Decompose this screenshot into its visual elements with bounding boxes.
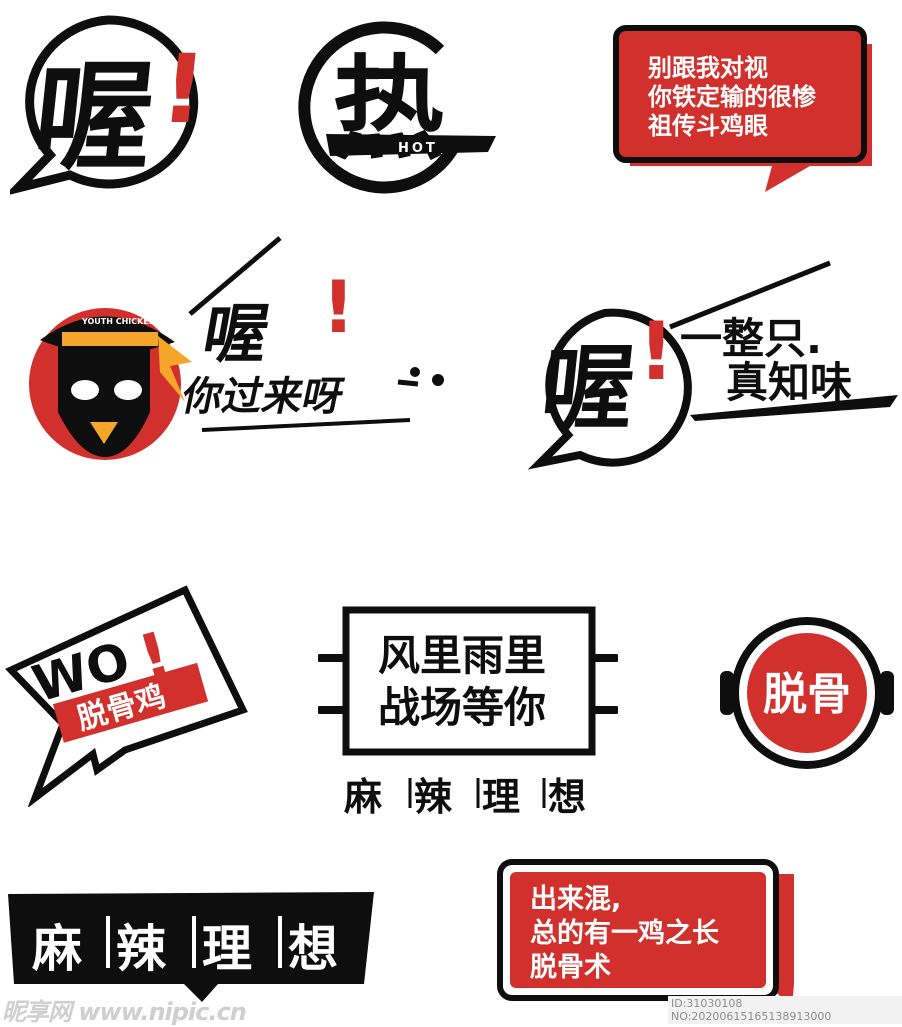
wc-exclaim: ! <box>638 305 674 398</box>
sticker-hot: 热 HOT <box>298 21 496 194</box>
sticker-boneless-badge: 脱骨 <box>720 617 894 769</box>
sticker-chicken-mascot: YOUTH CHICKEN 喔 ! 你过来呀 <box>29 236 444 460</box>
sticker-whole-chicken: 喔 ! 一整只. 真知味 <box>527 260 898 470</box>
banner-char-4: 想 <box>288 920 338 978</box>
mascot-sub: 你过来呀 <box>177 372 348 419</box>
hustle-line-2: 总的有一鸡之长 <box>530 917 720 949</box>
hot-label: HOT <box>398 141 438 156</box>
wind-line-2: 战场等你 <box>378 683 546 732</box>
wind-line-1: 风里雨里 <box>378 631 546 680</box>
mascot-exclaim: ! <box>322 265 355 349</box>
wc-line-1: 一整只. <box>680 314 822 363</box>
stare-line-3: 祖传斗鸡眼 <box>648 112 768 140</box>
badge-text: 脱骨 <box>763 669 851 720</box>
cap-text: YOUTH CHICKEN <box>81 317 156 326</box>
wo-glyph: 喔 <box>28 48 160 186</box>
watermark-left: 昵享网 www.nipic.cn <box>2 998 247 1026</box>
sticker-hustle-box: 出来混, 总的有一鸡之长 脱骨术 <box>497 859 794 1006</box>
wind-foot-3: 理 <box>482 775 520 818</box>
banner-char-3: 理 <box>202 920 252 978</box>
banner-char-2: 辣 <box>116 920 167 978</box>
stare-line-2: 你铁定输的很惨 <box>647 83 817 111</box>
wind-foot-1: 麻 <box>344 775 382 818</box>
sticker-wo-bubble: 喔 ! <box>10 15 210 195</box>
banner-char-1: 麻 <box>32 920 82 978</box>
stare-line-1: 别跟我对视 <box>647 54 768 82</box>
wind-foot-2: 辣 <box>414 775 453 818</box>
wc-line-2: 真知味 <box>726 358 852 407</box>
sticker-wo-boneless: WO ! 脱骨鸡 <box>5 585 248 807</box>
mascot-wo-glyph: 喔 <box>197 297 274 371</box>
sticker-wind-rain: 风里雨里 战场等你 麻 辣 理 想 <box>318 606 618 818</box>
sticker-mala-banner: 麻 辣 理 想 <box>8 892 374 1002</box>
wind-foot-4: 想 <box>548 775 586 818</box>
exclaim-mark: ! <box>156 35 210 145</box>
watermark-right: ID:31030108 NO:20200615165138913000 <box>668 996 902 1024</box>
wc-wo-glyph: 喔 <box>536 334 639 442</box>
sticker-stare-box: 别跟我对视 你铁定输的很惨 祖传斗鸡眼 <box>613 25 872 192</box>
hustle-line-3: 脱骨术 <box>530 952 611 983</box>
hustle-line-1: 出来混, <box>530 884 621 915</box>
